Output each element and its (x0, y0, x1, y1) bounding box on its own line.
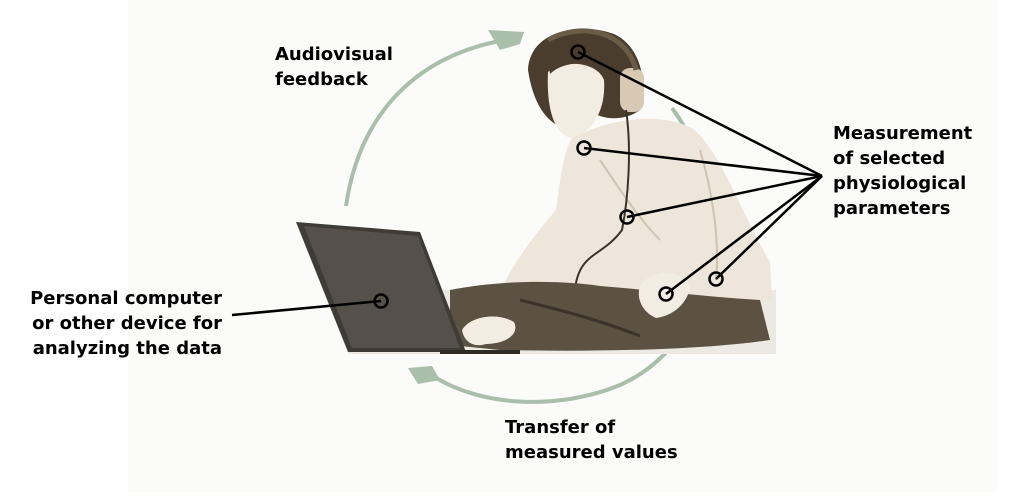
label-line: feedback (275, 69, 368, 90)
person-illustration (450, 28, 772, 351)
sensor-dot-icon (619, 209, 635, 225)
laptop-illustration (296, 222, 520, 354)
audiovisual-feedback-label: Audiovisual feedback (275, 42, 393, 92)
arrow-head-icon (408, 366, 440, 384)
feedback-arc (344, 38, 506, 207)
label-line: of selected (833, 148, 946, 169)
transfer-label: Transfer of measured values (505, 415, 678, 465)
personal-computer-label: Personal computer or other device for an… (10, 286, 222, 361)
label-line: Transfer of (505, 417, 616, 438)
label-line: Personal computer (30, 288, 222, 309)
label-line: analyzing the data (32, 338, 222, 359)
sensor-dot-icon (570, 44, 586, 60)
label-line: Audiovisual (275, 44, 393, 65)
label-line: parameters (833, 198, 951, 219)
arrow-head-icon (488, 30, 524, 50)
sensor-dot-icon (658, 286, 674, 302)
sensor-dot-icon (373, 293, 389, 309)
computer-connector (231, 299, 382, 317)
sensor-dot-icon (708, 271, 724, 287)
label-line: physiological (833, 173, 967, 194)
label-line: Measurement (833, 123, 973, 144)
measurement-label: Measurement of selected physiological pa… (833, 121, 972, 221)
label-line: or other device for (32, 313, 222, 334)
measurement-connectors (577, 50, 823, 295)
sensor-dot-icon (576, 140, 592, 156)
label-line: measured values (505, 442, 678, 463)
